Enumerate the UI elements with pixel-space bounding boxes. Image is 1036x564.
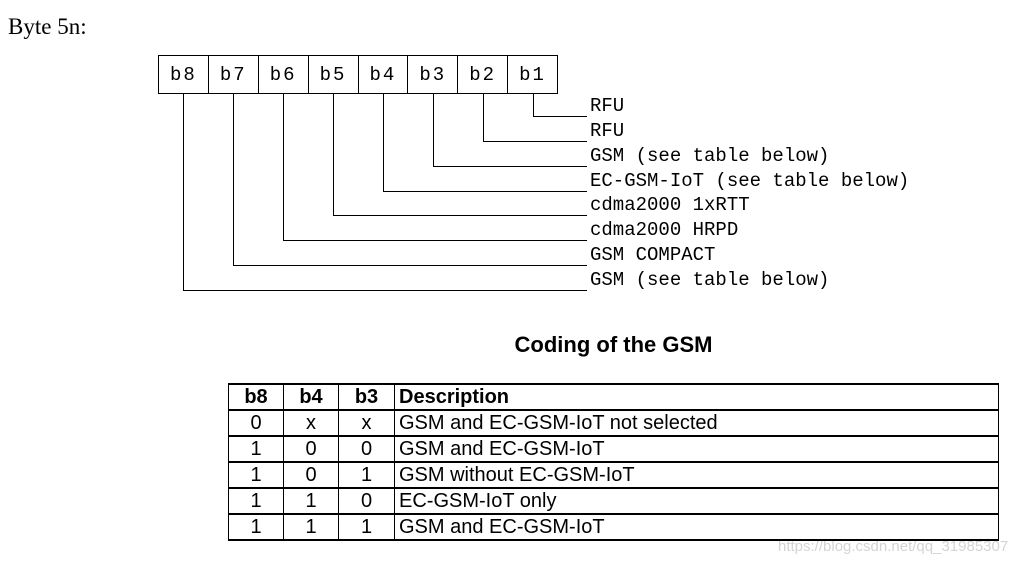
bit-cell-b2: b2 <box>457 56 507 93</box>
bit-cell-b4: b4 <box>357 56 408 93</box>
bit-cell-b1: b1 <box>507 56 557 93</box>
cell-b4: x <box>283 409 339 437</box>
watermark-url: https://blog.csdn.net/qq_31985307 <box>778 538 1009 555</box>
table-row: 1 0 1 GSM without EC-GSM-IoT <box>228 461 999 489</box>
header-description: Description <box>394 383 999 411</box>
cell-b4: 0 <box>283 461 339 489</box>
connector-b8 <box>183 94 587 291</box>
header-b8: b8 <box>228 383 284 411</box>
bit-cell-b8: b8 <box>170 63 197 86</box>
bit-meaning-b7: GSM COMPACT <box>590 244 716 266</box>
connector-b7 <box>233 94 587 266</box>
cell-b8: 0 <box>228 409 284 437</box>
bit-meaning-b8: GSM (see table below) <box>590 269 830 291</box>
coding-table-title: Coding of the GSM <box>514 332 713 357</box>
connector-b6 <box>283 94 587 241</box>
cell-b3: x <box>338 409 395 437</box>
bit-cell-b5: b5 <box>307 56 358 93</box>
byte-heading: Byte 5n: <box>8 14 87 39</box>
bit-meaning-b6: cdma2000 HRPD <box>590 219 739 241</box>
connector-b4 <box>383 94 587 192</box>
bit-register-row: b8 b7 b6 b5 b4 b3 b2 b1 <box>158 55 558 94</box>
cell-b4: 1 <box>283 487 339 515</box>
cell-b4: 0 <box>283 435 339 463</box>
connector-b1 <box>533 94 587 117</box>
bit-meaning-b5: cdma2000 1xRTT <box>590 194 750 216</box>
connector-b3 <box>433 94 587 167</box>
bit-cell-b7: b7 <box>207 56 258 93</box>
cell-description: GSM and EC-GSM-IoT <box>394 513 999 541</box>
cell-b8: 1 <box>228 435 284 463</box>
table-row: 1 1 1 GSM and EC-GSM-IoT <box>228 513 999 541</box>
bit-cell-b6: b6 <box>257 56 308 93</box>
bit-meaning-b2: RFU <box>590 120 625 142</box>
cell-b8: 1 <box>228 461 284 489</box>
cell-description: GSM without EC-GSM-IoT <box>394 461 999 489</box>
table-row: 1 1 0 EC-GSM-IoT only <box>228 487 999 515</box>
header-b4: b4 <box>283 383 339 411</box>
bit-meaning-b1: RFU <box>590 95 625 117</box>
bit-meaning-b4: EC-GSM-IoT (see table below) <box>590 170 910 192</box>
table-row: 0 x x GSM and EC-GSM-IoT not selected <box>228 409 999 437</box>
cell-description: GSM and EC-GSM-IoT not selected <box>394 409 999 437</box>
cell-b3: 0 <box>338 487 395 515</box>
coding-table: b8 b4 b3 Description 0 x x GSM and EC-GS… <box>228 383 999 541</box>
connector-b2 <box>483 94 587 142</box>
bit-cell-b3: b3 <box>407 56 457 93</box>
cell-b3: 1 <box>338 461 395 489</box>
bit-meaning-b3: GSM (see table below) <box>590 145 830 167</box>
header-b3: b3 <box>338 383 395 411</box>
cell-b3: 0 <box>338 435 395 463</box>
cell-description: EC-GSM-IoT only <box>394 487 999 515</box>
cell-b3: 1 <box>338 513 395 541</box>
cell-b4: 1 <box>283 513 339 541</box>
connector-b5 <box>333 94 587 216</box>
cell-b8: 1 <box>228 513 284 541</box>
table-header-row: b8 b4 b3 Description <box>228 383 999 411</box>
cell-b8: 1 <box>228 487 284 515</box>
table-row: 1 0 0 GSM and EC-GSM-IoT <box>228 435 999 463</box>
cell-description: GSM and EC-GSM-IoT <box>394 435 999 463</box>
